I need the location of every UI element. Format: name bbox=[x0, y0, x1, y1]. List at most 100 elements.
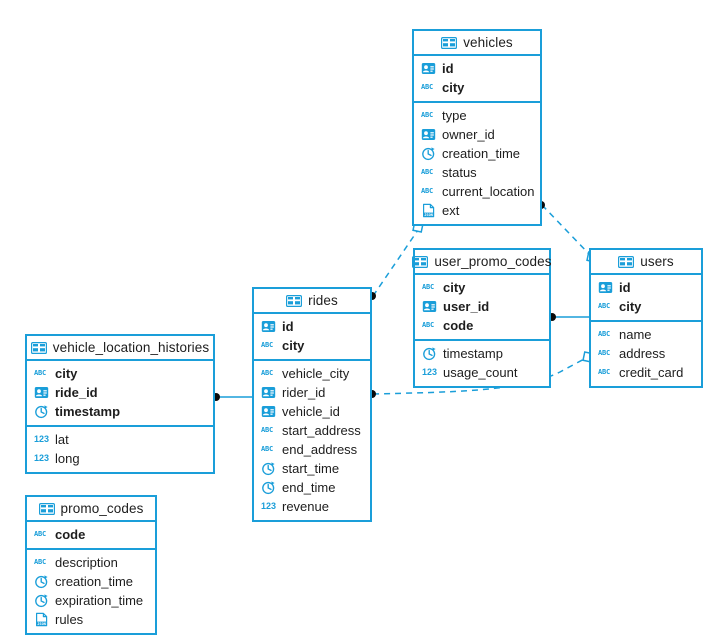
abc-string-icon: ABC bbox=[34, 369, 47, 377]
field-row[interactable]: user_id bbox=[415, 297, 549, 316]
table-header-promo_codes[interactable]: promo_codes bbox=[27, 497, 155, 522]
field-row[interactable]: owner_id bbox=[414, 125, 540, 144]
field-name: city bbox=[442, 80, 465, 95]
field-row[interactable]: ride_id bbox=[27, 383, 213, 402]
relationship-upc-users[interactable] bbox=[548, 313, 589, 321]
table-grid-icon bbox=[441, 36, 458, 49]
svg-text:JSON: JSON bbox=[424, 213, 433, 217]
field-row[interactable]: ABC code bbox=[415, 316, 549, 335]
field-row[interactable]: creation_time bbox=[414, 144, 540, 163]
table-header-users[interactable]: users bbox=[591, 250, 701, 275]
json-document-icon: JSON bbox=[421, 203, 436, 218]
table-grid-icon bbox=[412, 255, 429, 268]
table-header-user_promo_codes[interactable]: user_promo_codes bbox=[412, 250, 552, 275]
field-row[interactable]: ABC city bbox=[27, 364, 213, 383]
svg-text:JSON: JSON bbox=[37, 622, 46, 626]
id-card-icon bbox=[34, 385, 49, 400]
field-name: city bbox=[55, 366, 78, 381]
id-card-icon bbox=[421, 127, 436, 142]
field-name: code bbox=[443, 318, 474, 333]
id-card-icon bbox=[261, 319, 276, 334]
field-name: description bbox=[55, 555, 118, 570]
abc-string-icon: ABC bbox=[422, 321, 435, 329]
abc-string-icon: ABC bbox=[34, 530, 47, 538]
abc-string-icon: ABC bbox=[421, 187, 434, 195]
table-title: promo_codes bbox=[60, 501, 144, 516]
clock-icon bbox=[34, 404, 49, 419]
field-row[interactable]: timestamp bbox=[27, 402, 213, 421]
table-title: user_promo_codes bbox=[434, 254, 552, 269]
relationship-vlh-rides[interactable] bbox=[212, 393, 252, 401]
id-card-icon bbox=[261, 385, 276, 400]
id-card-icon bbox=[598, 280, 613, 295]
field-name: city bbox=[443, 280, 466, 295]
field-row[interactable]: start_time bbox=[254, 459, 370, 478]
field-name: long bbox=[55, 451, 80, 466]
abc-string-icon: ABC bbox=[598, 349, 611, 357]
field-row[interactable]: id bbox=[414, 59, 540, 78]
field-name: lat bbox=[55, 432, 69, 447]
field-row[interactable]: ABC description bbox=[27, 553, 155, 572]
field-name: expiration_time bbox=[55, 593, 144, 608]
field-row[interactable]: creation_time bbox=[27, 572, 155, 591]
table-header-rides[interactable]: rides bbox=[254, 289, 370, 314]
field-name: credit_card bbox=[619, 365, 684, 380]
primary-key-section: ABC city ride_id timestamp bbox=[27, 361, 213, 427]
field-row[interactable]: end_time bbox=[254, 478, 370, 497]
field-row[interactable]: rider_id bbox=[254, 383, 370, 402]
field-name: ride_id bbox=[55, 385, 98, 400]
field-name: id bbox=[619, 280, 631, 295]
id-card-icon bbox=[261, 404, 276, 419]
field-row[interactable]: id bbox=[591, 278, 701, 297]
id-card-icon bbox=[422, 299, 437, 314]
table-header-vehicle_location_histories[interactable]: vehicle_location_histories bbox=[27, 336, 213, 361]
field-row[interactable]: expiration_time bbox=[27, 591, 155, 610]
table-header-vehicles[interactable]: vehicles bbox=[414, 31, 540, 56]
field-name: revenue bbox=[282, 499, 329, 514]
clock-icon bbox=[34, 593, 49, 608]
field-row[interactable]: id bbox=[254, 317, 370, 336]
field-row[interactable]: ABC city bbox=[415, 278, 549, 297]
field-row[interactable]: timestamp bbox=[415, 344, 549, 363]
abc-string-icon: ABC bbox=[261, 426, 274, 434]
table-title: rides bbox=[308, 293, 338, 308]
field-name: start_time bbox=[282, 461, 340, 476]
abc-string-icon: ABC bbox=[422, 283, 435, 291]
abc-string-icon: ABC bbox=[261, 341, 274, 349]
abc-string-icon: ABC bbox=[34, 558, 47, 566]
table-title: users bbox=[640, 254, 674, 269]
field-row[interactable]: vehicle_id bbox=[254, 402, 370, 421]
field-name: id bbox=[442, 61, 454, 76]
field-name: end_address bbox=[282, 442, 358, 457]
